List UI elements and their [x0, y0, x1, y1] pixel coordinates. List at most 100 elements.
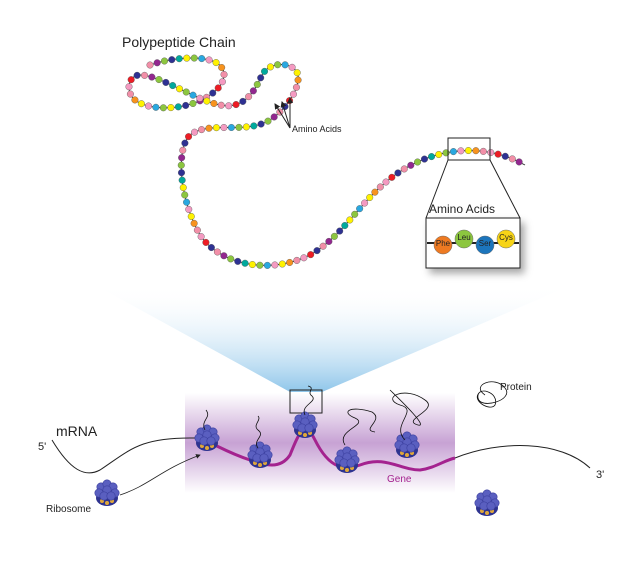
amino-acid-bead [209, 89, 217, 97]
mrna-strand [51, 437, 196, 474]
amino-acid-bead [205, 124, 213, 132]
amino-acid-bead [133, 71, 141, 79]
amino-acid-bead [319, 242, 327, 250]
ribosome-icon [394, 431, 420, 458]
amino-acid-bead [207, 244, 215, 252]
amino-acid-bead [278, 260, 286, 268]
amino-acid-bead [256, 261, 264, 269]
amino-acid-bead [449, 148, 457, 156]
inset-amino-acid-label: Phe [435, 239, 451, 248]
amino-acid-bead [293, 69, 301, 77]
amino-acid-bead [464, 147, 472, 155]
amino-acid-bead [191, 128, 199, 136]
amino-acid-bead [213, 248, 221, 256]
amino-acid-bead [190, 54, 198, 62]
amino-acid-bead [179, 146, 187, 154]
amino-acid-bead [212, 124, 220, 132]
zoom-cone [95, 285, 572, 392]
amino-acid-pointer-arrows [274, 97, 293, 129]
amino-acid-bead [187, 212, 195, 220]
amino-acid-bead [479, 147, 487, 155]
amino-acid-bead [263, 261, 271, 269]
amino-acid-bead [351, 210, 359, 218]
amino-acid-bead [202, 238, 210, 246]
ribosome-arrow [119, 454, 201, 496]
amino-acid-bead [125, 83, 133, 91]
amino-acid-bead [227, 123, 235, 131]
amino-acid-bead [126, 90, 134, 98]
amino-acid-bead [162, 78, 170, 86]
amino-acid-bead [214, 84, 222, 92]
amino-acid-bead [169, 82, 177, 90]
gene-label: Gene [387, 474, 412, 485]
amino-acid-bead [294, 76, 302, 84]
amino-acid-bead [325, 237, 333, 245]
amino-acid-bead [218, 78, 226, 86]
amino-acid-bead [196, 94, 204, 102]
amino-acid-bead [189, 91, 197, 99]
amino-acid-bead [394, 169, 402, 177]
amino-acid-bead [178, 176, 186, 184]
amino-acid-bead [205, 56, 213, 64]
amino-acid-bead [137, 100, 145, 108]
amino-acid-bead [261, 67, 269, 75]
amino-acid-bead [190, 219, 198, 227]
amino-acid-bead [185, 205, 193, 213]
amino-acid-bead [183, 54, 191, 62]
amino-acid-bead [248, 261, 256, 269]
amino-acid-bead [457, 147, 465, 155]
amino-acid-bead [270, 113, 278, 121]
amino-acid-bead [281, 61, 289, 69]
ribosome-icon [334, 446, 360, 473]
amino-acid-bead [177, 169, 185, 177]
amino-acid-bead [400, 165, 408, 173]
five-prime-label: 5' [38, 441, 47, 453]
amino-acid-bead [217, 101, 225, 109]
amino-acid-bead [239, 97, 247, 105]
inset-amino-acid-cys [496, 229, 516, 249]
amino-acid-bead [371, 188, 379, 196]
amino-acid-bead [307, 251, 315, 259]
amino-acid-bead [288, 63, 296, 71]
amino-acid-bead [155, 76, 163, 84]
protein-label: Protein [500, 382, 532, 393]
amino-acid-bead [185, 133, 193, 141]
amino-acid-bead [435, 150, 443, 158]
amino-acid-bead [220, 252, 228, 260]
inset-amino-acid-label: Leu [457, 233, 471, 242]
ribosome-label: Ribosome [46, 504, 92, 515]
amino-acid-bead [407, 161, 415, 169]
amino-acid-bead [177, 161, 185, 169]
amino-acid-bead [336, 227, 344, 235]
amino-acid-bead [181, 139, 189, 147]
amino-acid-bead [189, 99, 197, 107]
inset-amino-acid-label: Cys [499, 233, 513, 242]
protein-strands [203, 381, 508, 449]
amino-acid-bead [266, 63, 274, 71]
amino-acid-bead [472, 147, 480, 155]
amino-acid-bead [293, 256, 301, 264]
ribosome-icon [194, 424, 220, 451]
amino-acid-bead [420, 155, 428, 163]
amino-acid-bead [428, 153, 436, 161]
amino-acid-bead [286, 258, 294, 266]
amino-acid-bead [235, 123, 243, 131]
amino-acid-beads [125, 54, 523, 269]
ribosome-icon [94, 479, 120, 506]
amino-acid-bead [257, 74, 265, 82]
inset-amino-acid-ser [475, 235, 495, 255]
amino-acid-bead [227, 255, 235, 263]
amino-acid-bead [218, 64, 226, 72]
amino-acid-bead [148, 73, 156, 81]
amino-acid-bead [220, 71, 228, 79]
amino-acid-bead [249, 87, 257, 95]
amino-acid-bead [289, 90, 297, 98]
amino-acid-bead [250, 122, 258, 130]
amino-acid-bead [178, 154, 186, 162]
amino-acid-bead [141, 71, 149, 79]
amino-acid-bead [146, 61, 154, 69]
amino-acid-bead [198, 55, 206, 63]
amino-acid-bead [234, 257, 242, 265]
amino-acid-bead [175, 55, 183, 63]
